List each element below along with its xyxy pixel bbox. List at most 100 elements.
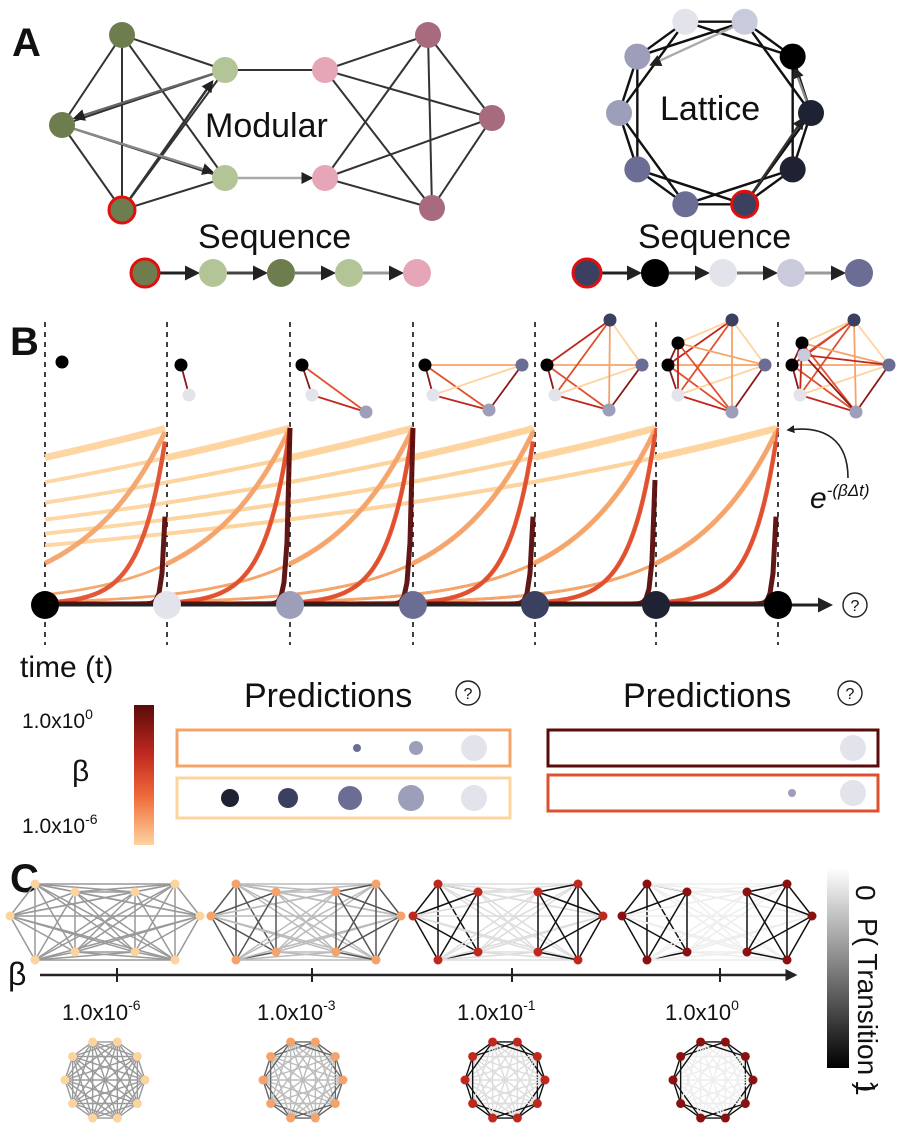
modular-node xyxy=(782,879,792,889)
modular-node xyxy=(573,879,583,889)
modular-node xyxy=(682,887,692,897)
lattice-edge xyxy=(680,1055,754,1081)
mini-edge xyxy=(803,354,890,366)
modular-node xyxy=(130,887,140,897)
lattice-node xyxy=(740,1099,750,1109)
lattice-edge xyxy=(269,1041,292,1104)
lattice-node xyxy=(798,100,824,126)
modular-edge xyxy=(121,34,226,179)
lattice-edge xyxy=(262,1079,316,1119)
mini-edge xyxy=(799,364,890,396)
decay-curve xyxy=(44,425,166,461)
modular-edge xyxy=(746,915,813,953)
sequence-rows xyxy=(129,257,873,289)
lattice-edge xyxy=(672,1041,726,1081)
modular-edge xyxy=(275,891,402,917)
lattice-edge xyxy=(92,1079,146,1119)
lattice-node xyxy=(310,1113,320,1123)
lattice-node xyxy=(676,1051,686,1061)
modular-edge xyxy=(646,883,748,953)
lattice-edge xyxy=(290,1041,336,1058)
modular-node xyxy=(533,887,543,897)
lattice-node xyxy=(512,1037,522,1047)
mini-edge xyxy=(853,319,857,413)
modular-edge xyxy=(335,883,377,893)
timeline-node xyxy=(153,591,181,619)
modular-edge xyxy=(477,883,579,953)
lattice-edge xyxy=(91,1041,119,1119)
lattice-edge xyxy=(492,1079,546,1119)
tick-base: 1.0x10 xyxy=(665,1000,731,1025)
lattice-edge xyxy=(672,1079,726,1119)
lattice-edge xyxy=(680,1056,726,1119)
decay-curve xyxy=(167,431,778,606)
modular-title: Modular xyxy=(205,107,328,145)
lattice-edge xyxy=(679,1041,702,1104)
lattice-node xyxy=(68,1099,78,1109)
lattice-node xyxy=(88,1037,98,1047)
lattice-edge xyxy=(492,1041,538,1104)
modular-edge xyxy=(324,69,433,209)
beta-tick-label: 1.0x10-6 xyxy=(62,997,141,1025)
modular-edge xyxy=(412,915,479,953)
modular-node xyxy=(212,57,238,83)
walk-arrow xyxy=(743,117,805,205)
modular-node xyxy=(573,955,583,965)
mini-node xyxy=(797,348,811,362)
modular-node xyxy=(49,112,75,138)
modular-edge xyxy=(324,34,429,71)
lattice-node xyxy=(748,1075,758,1085)
modular-node xyxy=(206,911,216,921)
lattice-edge xyxy=(679,1056,702,1119)
modular-edge xyxy=(335,915,402,953)
mini-edge xyxy=(801,319,855,344)
mini-edge xyxy=(677,319,733,396)
lattice-edge xyxy=(464,1079,538,1105)
modular-edge xyxy=(34,883,136,893)
modular-edge xyxy=(174,915,201,961)
decay-curve xyxy=(533,428,658,566)
modular-node xyxy=(598,911,608,921)
modular-edge xyxy=(210,915,377,961)
modular-edge xyxy=(412,915,579,961)
lattice-edge xyxy=(64,1079,138,1105)
beta-symbol-b: β xyxy=(72,755,89,788)
mini-node xyxy=(758,358,772,372)
mini-node xyxy=(661,358,675,372)
decay-curve xyxy=(289,427,416,605)
modular-edge xyxy=(577,883,604,917)
next-node-unknown xyxy=(842,592,868,618)
mini-edge xyxy=(855,364,890,413)
decay-curve xyxy=(165,426,293,567)
modular-graph xyxy=(49,22,505,225)
mini-node xyxy=(515,358,529,372)
modular-edge xyxy=(134,883,176,953)
mini-edge xyxy=(791,364,857,413)
lattice-node xyxy=(286,1113,296,1123)
modular-edge xyxy=(235,891,277,961)
modular-edge xyxy=(275,883,377,893)
modular-node xyxy=(70,887,80,897)
mini-node xyxy=(635,358,649,372)
lattice-edge xyxy=(724,1056,747,1119)
decay-curve xyxy=(45,431,656,606)
question-mark: ? xyxy=(851,598,860,615)
timeline-node xyxy=(642,591,670,619)
formula-base: e xyxy=(810,482,827,515)
prediction-boxes xyxy=(175,728,880,820)
modular-edge xyxy=(537,915,604,953)
modular-edge xyxy=(74,891,176,961)
mini-node xyxy=(182,388,196,402)
beta-colorbar-max: 1.0x100 xyxy=(22,706,93,733)
lattice-edge xyxy=(618,20,687,114)
panel-a-label: A xyxy=(12,21,41,65)
modular-edge xyxy=(621,883,648,917)
modular-edge xyxy=(335,951,377,961)
mini-edge xyxy=(432,364,523,396)
modular-node xyxy=(312,165,338,191)
modular-edge xyxy=(537,951,579,961)
beta-tick-label: 1.0x10-3 xyxy=(257,997,336,1025)
modular-edge xyxy=(537,883,579,893)
modular-edge xyxy=(210,915,277,953)
decay-curve xyxy=(412,441,536,605)
